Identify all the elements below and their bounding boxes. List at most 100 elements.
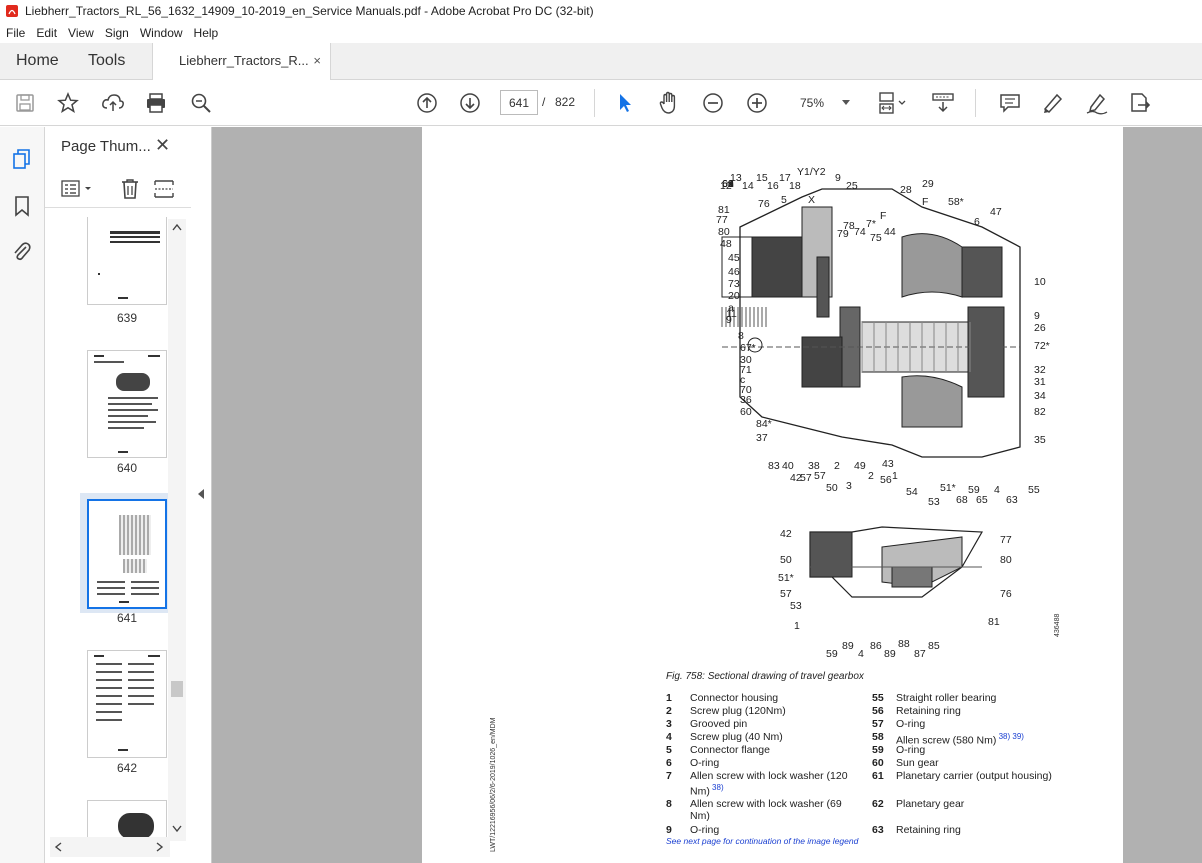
scroll-right-icon[interactable] (156, 842, 164, 852)
bookmark-star-icon[interactable] (55, 90, 81, 116)
left-rail (0, 127, 45, 863)
print-icon[interactable] (143, 90, 169, 116)
select-arrow-icon[interactable] (612, 90, 638, 116)
tab-tools[interactable]: Tools (88, 52, 126, 69)
legend-number: 3 (666, 718, 672, 730)
save-icon[interactable] (12, 90, 38, 116)
legend-text-continued: Nm) (690, 785, 710, 798)
thumbnail-page[interactable] (87, 800, 167, 837)
drawing-callout-label: 6 (974, 216, 980, 228)
prev-page-icon[interactable] (414, 90, 440, 116)
thumbnail-page[interactable] (87, 217, 167, 305)
menu-sign[interactable]: Sign (104, 25, 129, 40)
page-number-input[interactable] (500, 90, 538, 115)
drawing-part (801, 336, 843, 388)
drawing-callout-label: 32 (1034, 364, 1046, 376)
upload-icon[interactable] (100, 90, 126, 116)
drawing-callout-label: 11 (726, 308, 737, 320)
next-page-icon[interactable] (457, 90, 483, 116)
tab-document[interactable]: Liebherr_Tractors_R... × (152, 43, 331, 80)
collapse-arrow-icon[interactable] (197, 488, 205, 500)
panel-collapse-strip[interactable] (191, 127, 212, 863)
thumbnail-options-icon[interactable] (61, 180, 97, 198)
zoom-level-select[interactable]: 75% (785, 90, 858, 115)
sign-icon[interactable] (1084, 90, 1110, 116)
drawing-callout-label: 89 (884, 648, 896, 660)
drawing-callout-label: 12 (720, 180, 732, 192)
legend-footnote-link[interactable]: 38) (709, 783, 724, 792)
menu-view[interactable]: View (68, 25, 94, 40)
scroll-down-icon[interactable] (172, 825, 182, 833)
drawing-callout-label: 77 (716, 214, 728, 226)
scroll-thumb[interactable] (171, 681, 183, 697)
scroll-up-icon[interactable] (172, 223, 182, 231)
drawing-callout-label: 30 (740, 354, 752, 366)
tab-document-label: Liebherr_Tractors_R... (179, 53, 309, 68)
drawing-callout-label: 80 (1000, 554, 1012, 566)
drawing-callout-label: 8 (738, 330, 744, 342)
thumbnail-page[interactable] (87, 350, 167, 458)
drawing-callout-label: 10 (1034, 276, 1046, 288)
legend-text-main: Screw plug (120Nm) (690, 705, 786, 717)
trash-icon[interactable] (120, 178, 140, 200)
comment-icon[interactable] (997, 90, 1023, 116)
drawing-callout-label: 50 (826, 482, 838, 494)
export-icon[interactable] (1127, 90, 1153, 116)
legend-number: 8 (666, 798, 672, 810)
drawing-callout-label: 31 (1034, 376, 1046, 388)
drawing-callout-label: 28 (900, 184, 912, 196)
legend-text: Retaining ring (896, 824, 961, 836)
thumbnail-scrollbar[interactable] (168, 219, 186, 841)
thumbnail-hscrollbar[interactable] (50, 837, 170, 857)
legend-footnote-link[interactable]: 38) 39) (996, 732, 1024, 741)
page-thumbnails-icon[interactable] (10, 147, 34, 171)
menu-window[interactable]: Window (139, 25, 183, 40)
drawing-callout-label: F (922, 196, 928, 208)
hand-icon[interactable] (656, 90, 682, 116)
scroll-left-icon[interactable] (54, 842, 62, 852)
drawing-callout-label: 77 (1000, 534, 1012, 546)
drawing-part (747, 337, 763, 353)
drawing-callout-label: 51* (940, 482, 956, 494)
drawing-callout-label: F (880, 210, 886, 222)
thumbnail-page-selected[interactable] (87, 499, 167, 609)
tab-close-icon[interactable]: × (313, 53, 321, 68)
attachment-icon[interactable] (10, 240, 34, 264)
highlight-pen-icon[interactable] (1040, 90, 1066, 116)
legend-text: O-ring (896, 744, 925, 756)
zoom-search-icon[interactable] (188, 90, 214, 116)
zoom-in-icon[interactable] (744, 90, 770, 116)
drawing-callout-label: 60 (740, 406, 752, 418)
drawing-callout-label: 66 (722, 178, 734, 190)
menu-file[interactable]: File (6, 25, 26, 40)
drawing-part (961, 246, 1003, 298)
drawing-part (721, 236, 752, 298)
drawing-callout-label: 76 (758, 198, 770, 210)
legend-text-main: Planetary carrier (output housing) (896, 770, 1052, 782)
fit-page-icon[interactable] (876, 90, 914, 116)
drawing-callout-label: 45 (728, 252, 740, 264)
scroll-mode-icon[interactable] (930, 90, 956, 116)
legend-number: 63 (872, 824, 884, 836)
drawing-callout-label: 86 (870, 640, 882, 652)
panel-close-icon[interactable]: ✕ (155, 135, 171, 155)
drawing-callout-label: 17 (779, 172, 791, 184)
chevron-down-icon (842, 100, 850, 105)
menu-edit[interactable]: Edit (36, 25, 58, 40)
bookmark-icon[interactable] (10, 194, 34, 218)
drawing-callout-label: 9 (1034, 310, 1040, 322)
menu-help[interactable]: Help (193, 25, 219, 40)
drawing-callout-label: 4 (858, 648, 864, 660)
tab-home[interactable]: Home (16, 52, 59, 69)
drawing-callout-label: 50 (780, 554, 792, 566)
page-layout-icon[interactable] (153, 178, 175, 200)
zoom-out-icon[interactable] (700, 90, 726, 116)
drawing-callout-label: 36 (740, 394, 752, 406)
thumbnail-page[interactable] (87, 650, 167, 758)
legend-text-main: Straight roller bearing (896, 692, 997, 704)
panel-toolbar (45, 170, 191, 208)
